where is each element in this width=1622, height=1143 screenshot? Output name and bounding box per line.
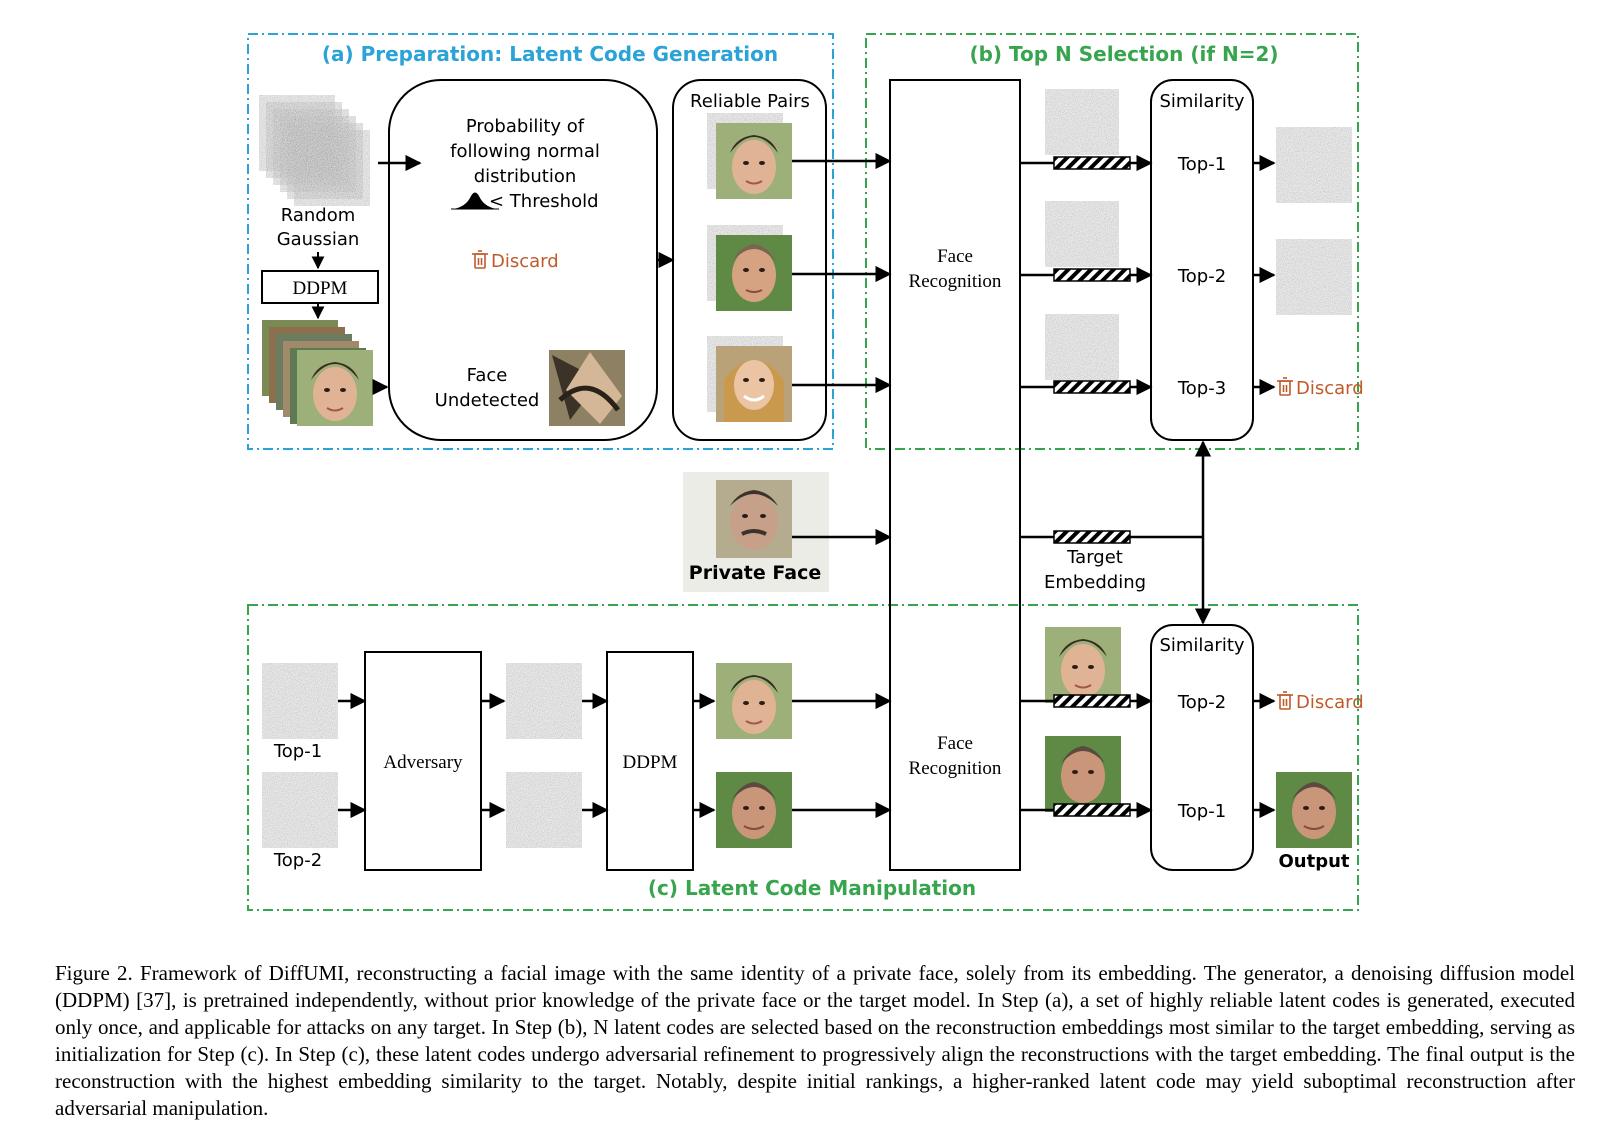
adversary-box <box>364 651 482 871</box>
face-recognition-box-b <box>889 79 1021 871</box>
rank-c-2: Top-1 <box>1177 801 1226 822</box>
embedding-bar-b-3 <box>1053 380 1131 394</box>
target-embedding-line-2: Embedding <box>1044 572 1146 593</box>
bell-curve-icon <box>453 192 497 209</box>
input-label-c-2: Top-2 <box>273 850 322 871</box>
input-label-c-1: Top-1 <box>273 741 322 762</box>
rank-b-1: Top-1 <box>1177 154 1226 175</box>
random-gaussian-stack <box>258 94 371 207</box>
recon-noise-b-1 <box>1045 89 1119 155</box>
reliable-pair-1 <box>707 113 793 200</box>
face-recognition-c-line-1: Face <box>937 733 973 754</box>
face-recognition-b-line-2: Recognition <box>909 271 1002 292</box>
refined-noise-c-2 <box>506 772 582 848</box>
discard-label-c: Discard <box>1296 692 1364 713</box>
embedding-bar-b-2 <box>1053 268 1131 282</box>
section-b-box <box>865 33 1359 450</box>
rank-c-1: Top-2 <box>1177 692 1226 713</box>
recon-face-c-2 <box>1045 736 1121 812</box>
threshold-label: < Threshold <box>489 191 599 212</box>
section-b-title: (b) Top N Selection (if N=2) <box>969 42 1278 66</box>
probability-line-1: Probability of <box>466 116 585 137</box>
similarity-box-b <box>1150 79 1254 441</box>
ddpm-label-a: DDPM <box>293 278 348 299</box>
trash-icon <box>472 250 488 269</box>
output-label: Output <box>1278 851 1349 872</box>
refined-noise-c-1 <box>506 663 582 739</box>
ddpm-box-c <box>606 651 694 871</box>
reliable-pairs-label: Reliable Pairs <box>690 91 810 112</box>
ddpm-label-c: DDPM <box>623 752 678 773</box>
adversary-label: Adversary <box>383 752 463 773</box>
random-gaussian-label-1: Random <box>281 205 356 226</box>
selected-noise-b-1 <box>1276 127 1352 203</box>
generated-faces-stack <box>262 320 374 427</box>
private-face-label: Private Face <box>689 562 821 584</box>
reliable-pair-3 <box>707 336 792 422</box>
embedding-bar-c-1 <box>1053 694 1131 708</box>
rank-b-3: Top-3 <box>1177 378 1226 399</box>
trash-icon <box>1277 691 1293 710</box>
discard-label-a: Discard <box>491 251 559 272</box>
target-embedding-line-1: Target <box>1066 547 1123 568</box>
face-undetected-line-2: Undetected <box>435 390 540 411</box>
face-recognition-b-line-1: Face <box>937 246 973 267</box>
probability-line-3: distribution <box>474 166 577 187</box>
generated-face-c-2 <box>716 772 792 848</box>
ddpm-box-a <box>261 270 379 304</box>
similarity-box-c <box>1150 624 1254 871</box>
figure-caption: Figure 2. Framework of DiffUMI, reconstr… <box>55 961 1575 1120</box>
undetected-face-image <box>549 350 625 426</box>
recon-noise-b-2 <box>1045 201 1119 267</box>
recon-face-c-1 <box>1044 626 1122 704</box>
selected-noise-b-2 <box>1276 239 1352 315</box>
target-embedding-bar <box>1053 530 1131 544</box>
input-noise-c-2 <box>262 772 338 848</box>
input-noise-c-1 <box>262 663 338 739</box>
output-face-image <box>1276 772 1352 848</box>
section-c-title: (c) Latent Code Manipulation <box>648 876 976 900</box>
face-undetected-line-1: Face <box>467 365 508 386</box>
embedding-bar-b-1 <box>1053 156 1131 170</box>
rank-b-2: Top-2 <box>1177 266 1226 287</box>
section-a-title: (a) Preparation: Latent Code Generation <box>322 42 778 66</box>
embedding-bar-c-2 <box>1053 803 1131 817</box>
recon-noise-b-3 <box>1045 314 1119 380</box>
similarity-label-b: Similarity <box>1159 91 1244 112</box>
generated-face-c-1 <box>715 662 793 740</box>
section-c-box <box>247 604 1359 911</box>
discard-label-b: Discard <box>1296 378 1364 399</box>
random-gaussian-label-2: Gaussian <box>277 229 360 250</box>
probability-line-2: following normal <box>450 141 600 162</box>
private-face-image <box>683 472 829 592</box>
trash-icon <box>1277 377 1293 396</box>
face-recognition-c-line-2: Recognition <box>909 758 1002 779</box>
similarity-label-c: Similarity <box>1159 635 1244 656</box>
reliable-pair-2 <box>707 225 792 311</box>
diffumi-framework-diagram: (a) Preparation: Latent Code Generation … <box>247 33 1364 911</box>
